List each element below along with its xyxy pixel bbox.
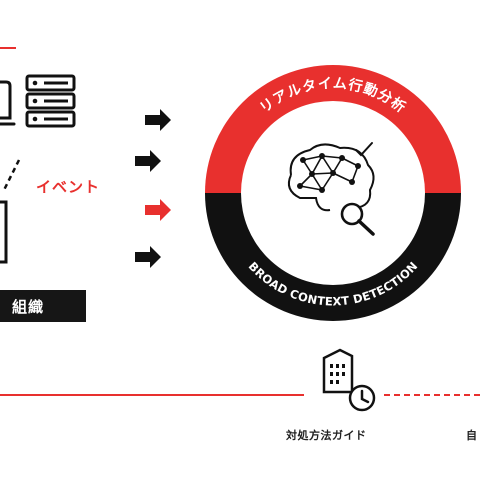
laptop-icon: [0, 80, 16, 126]
device-icon: [0, 200, 8, 264]
next-label: 自: [466, 429, 477, 442]
server-icon: [25, 74, 76, 128]
arrow-1: [145, 109, 171, 131]
arrow-2: [135, 150, 161, 172]
guide-label: 対処方法ガイド: [286, 429, 367, 442]
arrow-3: [145, 199, 171, 221]
analysis-ring: [205, 65, 461, 321]
org-label: 組織: [0, 290, 86, 322]
brain-network-magnifier-icon: [287, 142, 375, 236]
event-label: イベント: [36, 178, 101, 196]
building-clock-icon: [322, 348, 376, 412]
top-accent-line: [0, 47, 16, 49]
dashed-connector: [2, 159, 21, 191]
arrow-4: [135, 246, 161, 268]
